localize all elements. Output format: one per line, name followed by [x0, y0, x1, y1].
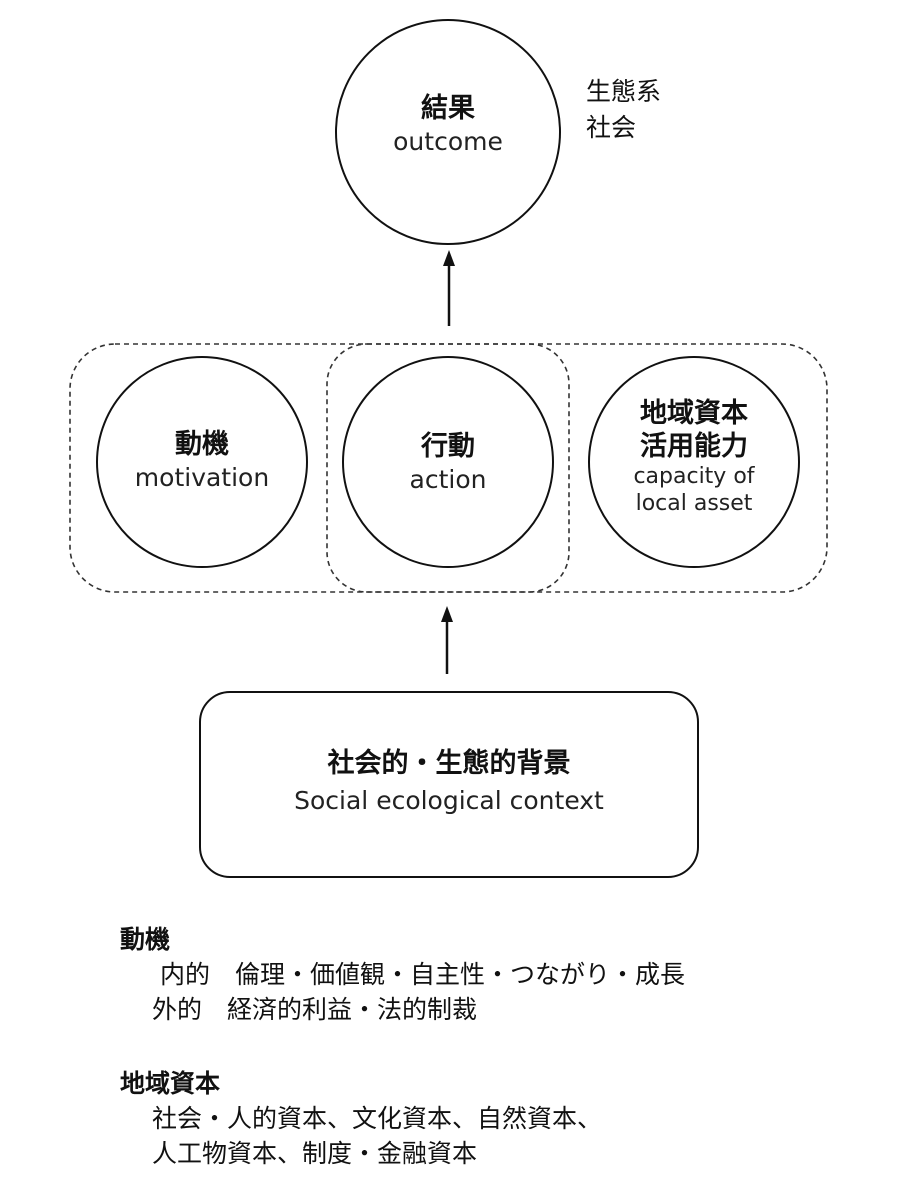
- outcome-label: 結果 outcome: [348, 92, 548, 157]
- context-jp: 社会的・生態的背景: [327, 748, 571, 779]
- motivation-en: motivation: [134, 462, 270, 492]
- action-label: 行動 action: [358, 430, 538, 495]
- motivation-circle: [96, 356, 308, 568]
- legend-motivation-external: 外的 経済的利益・法的制裁: [152, 995, 478, 1024]
- outcome-jp: 結果: [421, 93, 475, 124]
- legend-motivation-internal: 内的 倫理・価値観・自主性・つながり・成長: [160, 960, 686, 989]
- motivation-jp: 動機: [175, 429, 229, 460]
- context-box: [199, 691, 699, 878]
- framework-diagram: [69, 19, 828, 878]
- motivation-label: 動機 motivation: [112, 428, 292, 493]
- context-label: 社会的・生態的背景 Social ecological context: [210, 745, 688, 818]
- outcome-side-line2: 社会: [586, 113, 637, 142]
- action-group-outline: [326, 343, 570, 593]
- capacity-en-line2: local asset: [635, 490, 753, 516]
- legend-motivation: 動機 内的 倫理・価値観・自主性・つながり・成長 外的 経済的利益・法的制裁: [120, 922, 685, 1027]
- action-jp: 行動: [421, 431, 475, 462]
- outcome-side-label: 生態系 社会: [586, 74, 661, 146]
- capacity-label: 地域資本 活用能力 capacity of local asset: [604, 398, 784, 518]
- legend-local-capital-line2: 人工物資本、制度・金融資本: [152, 1139, 478, 1168]
- outcome-circle: [335, 19, 561, 245]
- legend-local-capital-line1: 社会・人的資本、文化資本、自然資本、: [152, 1104, 603, 1133]
- arrow-to-action-head: [441, 606, 453, 622]
- capacity-jp-line1: 地域資本: [640, 398, 748, 429]
- outcome-side-line1: 生態系: [586, 77, 662, 106]
- legend-local-capital-heading: 地域資本: [120, 1069, 221, 1098]
- outcome-en: outcome: [393, 126, 503, 156]
- context-en: Social ecological context: [294, 785, 604, 815]
- arrow-to-outcome-head: [443, 250, 455, 266]
- legend-local-capital: 地域資本 社会・人的資本、文化資本、自然資本、 人工物資本、制度・金融資本: [120, 1066, 602, 1171]
- capacity-jp-line2: 活用能力: [640, 430, 748, 462]
- capacity-circle: [588, 356, 800, 568]
- capacity-en-line1: capacity of: [633, 463, 755, 489]
- legend-motivation-heading: 動機: [120, 925, 171, 954]
- action-circle: [342, 356, 554, 568]
- action-en: action: [409, 464, 487, 494]
